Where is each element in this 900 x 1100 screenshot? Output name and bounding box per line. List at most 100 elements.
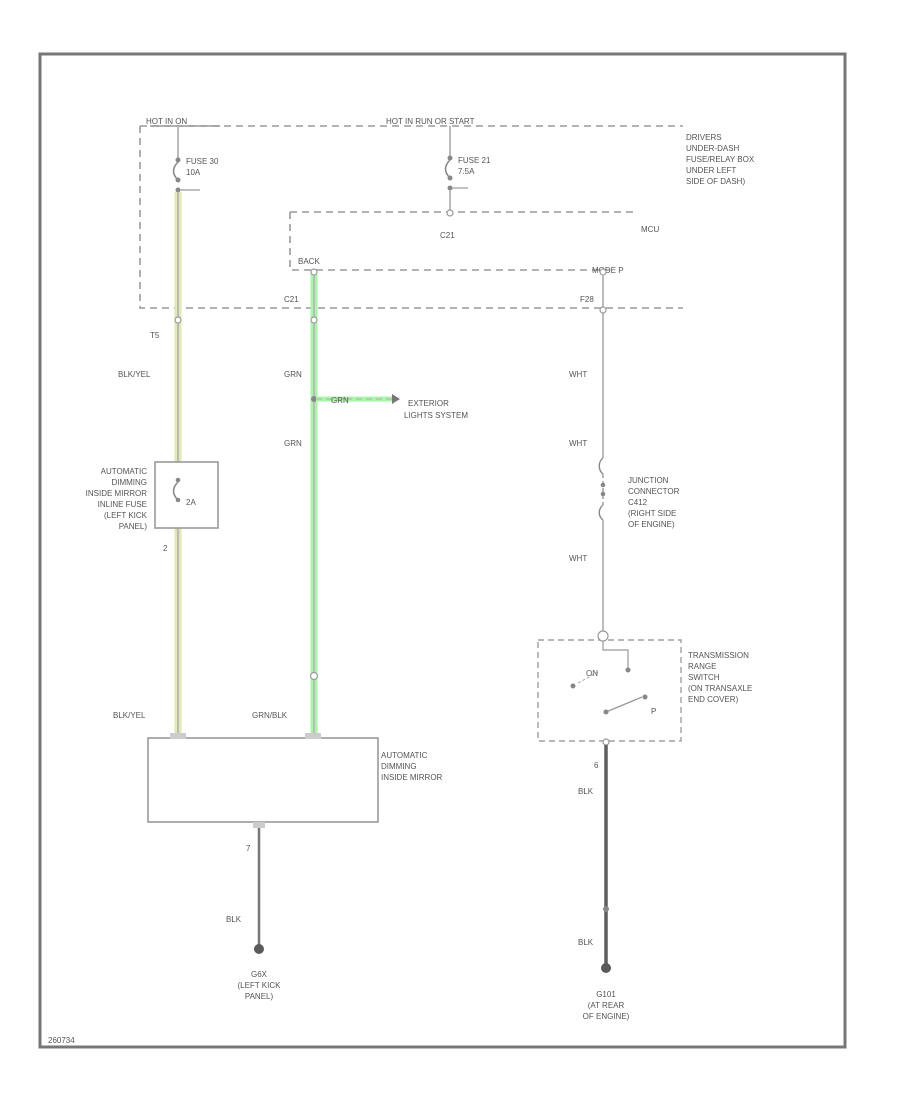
svg-text:C412: C412 <box>628 498 648 507</box>
trs-contact-on <box>625 667 631 673</box>
junction-top-icon <box>598 457 604 475</box>
svg-text:G6X: G6X <box>251 970 268 979</box>
svg-text:OF ENGINE): OF ENGINE) <box>628 520 675 529</box>
trs-switch-arc <box>577 671 599 684</box>
svg-text:CONNECTOR: CONNECTOR <box>628 487 680 496</box>
svg-text:G101: G101 <box>596 990 616 999</box>
mirror-pin-bottom <box>253 822 265 828</box>
fuse-30-bottom <box>175 177 181 183</box>
svg-text:OF ENGINE): OF ENGINE) <box>583 1012 630 1021</box>
trs-output-terminal <box>602 738 610 746</box>
c-top-label: C21 <box>440 231 455 240</box>
svg-text:(LEFT KICK: (LEFT KICK <box>104 511 148 520</box>
hot-in-on-label: HOT IN ON <box>146 117 187 126</box>
fuse-21-top <box>447 155 453 161</box>
wht-label-3: WHT <box>569 554 587 563</box>
svg-text:SIDE OF DASH): SIDE OF DASH) <box>686 177 745 186</box>
svg-text:SWITCH: SWITCH <box>688 673 720 682</box>
junction-label: JUNCTION CONNECTOR C412 (RIGHT SIDE OF E… <box>628 476 680 529</box>
trs-contact-p <box>642 694 648 700</box>
trs-ground-splice <box>603 906 609 912</box>
grn-label-1: GRN <box>284 370 302 379</box>
svg-text:RANGE: RANGE <box>688 662 716 671</box>
trs-switch-arm <box>605 696 643 713</box>
svg-text:INSIDE MIRROR: INSIDE MIRROR <box>381 773 443 782</box>
trs-common-contact <box>603 709 609 715</box>
svg-text:(ON TRANSAXLE: (ON TRANSAXLE <box>688 684 752 693</box>
trs-p-label: P <box>651 707 656 716</box>
fuse-30-node <box>175 187 181 193</box>
ground-right-icon <box>601 963 611 973</box>
junction-dot-1 <box>600 482 606 488</box>
trs-internal-wire <box>602 641 629 668</box>
ground-right-label: G101 (AT REAR OF ENGINE) <box>583 990 630 1021</box>
svg-text:DRIVERS: DRIVERS <box>686 133 722 142</box>
inline-fuse-bottom <box>175 497 181 503</box>
fuse-21-icon <box>444 159 451 179</box>
svg-text:AUTOMATIC: AUTOMATIC <box>381 751 428 760</box>
inline-fuse-box <box>154 461 219 529</box>
pin-6-label: 6 <box>594 761 599 770</box>
t5-label: T5 <box>150 331 160 340</box>
svg-text:INSIDE MIRROR: INSIDE MIRROR <box>86 489 148 498</box>
pin-2-label: 2 <box>163 544 168 553</box>
mode-p-label: MODE P <box>592 266 624 275</box>
exterior-arrow-icon <box>392 394 400 404</box>
grn-branch-label: GRN <box>331 396 349 405</box>
trs-label: TRANSMISSION RANGE SWITCH (ON TRANSAXLE … <box>688 651 752 704</box>
blk-yel-label-2: BLK/YEL <box>113 711 146 720</box>
svg-text:JUNCTION: JUNCTION <box>628 476 669 485</box>
svg-text:DIMMING: DIMMING <box>381 762 417 771</box>
blk-label-1: BLK <box>226 915 242 924</box>
trs-input-terminal <box>597 630 609 642</box>
svg-text:FUSE/RELAY BOX: FUSE/RELAY BOX <box>686 155 755 164</box>
inline-fuse-rating: 2A <box>186 498 196 507</box>
fuse-30-rating: 10A <box>186 168 201 177</box>
grn-label-2: GRN <box>284 439 302 448</box>
svg-text:INLINE FUSE: INLINE FUSE <box>98 500 147 509</box>
ground-left-label: G6X (LEFT KICK PANEL) <box>238 970 282 1001</box>
exterior-label-1: EXTERIOR <box>408 399 449 408</box>
exterior-label-2: LIGHTS SYSTEM <box>404 411 468 420</box>
grn-splice <box>311 396 317 402</box>
svg-text:PANEL): PANEL) <box>245 992 274 1001</box>
mcu-outline <box>289 211 635 271</box>
svg-text:UNDER-DASH: UNDER-DASH <box>686 144 740 153</box>
mirror-pin-mid <box>305 733 321 739</box>
fuse-relay-box-outline <box>139 125 683 309</box>
trs-contact-left <box>570 683 576 689</box>
fuse-30-icon <box>172 161 179 181</box>
c-left-label: C21 <box>284 295 299 304</box>
trs-on-label: ON <box>586 669 598 678</box>
svg-text:END COVER): END COVER) <box>688 695 739 704</box>
fuse-30-top <box>175 157 181 163</box>
fuse-30-label: FUSE 30 <box>186 157 219 166</box>
svg-text:TRANSMISSION: TRANSMISSION <box>688 651 749 660</box>
inline-fuse-label: AUTOMATIC DIMMING INSIDE MIRROR INLINE F… <box>86 467 148 531</box>
blk-yel-label-1: BLK/YEL <box>118 370 151 379</box>
mcu-input-terminal <box>446 209 454 217</box>
svg-text:AUTOMATIC: AUTOMATIC <box>101 467 148 476</box>
fuse-21-rating: 7.5A <box>458 167 475 176</box>
mcu-label: MCU <box>641 225 659 234</box>
reference-number: 260734 <box>48 1036 75 1045</box>
back-label: BACK <box>298 257 320 266</box>
wht-label-1: WHT <box>569 370 587 379</box>
ground-left-icon <box>254 944 264 954</box>
pin-7-label: 7 <box>246 844 251 853</box>
t5-terminal <box>174 316 182 324</box>
junction-dot-2 <box>600 491 606 497</box>
svg-text:(LEFT KICK: (LEFT KICK <box>238 981 282 990</box>
back-terminal <box>310 268 318 276</box>
grn-connector-bottom <box>309 671 319 681</box>
mirror-box <box>147 737 379 823</box>
fuse-21-label: FUSE 21 <box>458 156 491 165</box>
grn-connector-top <box>310 316 318 324</box>
trs-box <box>537 639 682 742</box>
drivers-box-label: DRIVERS UNDER-DASH FUSE/RELAY BOX UNDER … <box>686 133 755 186</box>
diagram-frame <box>38 52 847 1049</box>
inline-fuse-top <box>175 477 181 483</box>
svg-text:(RIGHT SIDE: (RIGHT SIDE <box>628 509 676 518</box>
svg-text:UNDER LEFT: UNDER LEFT <box>686 166 736 175</box>
